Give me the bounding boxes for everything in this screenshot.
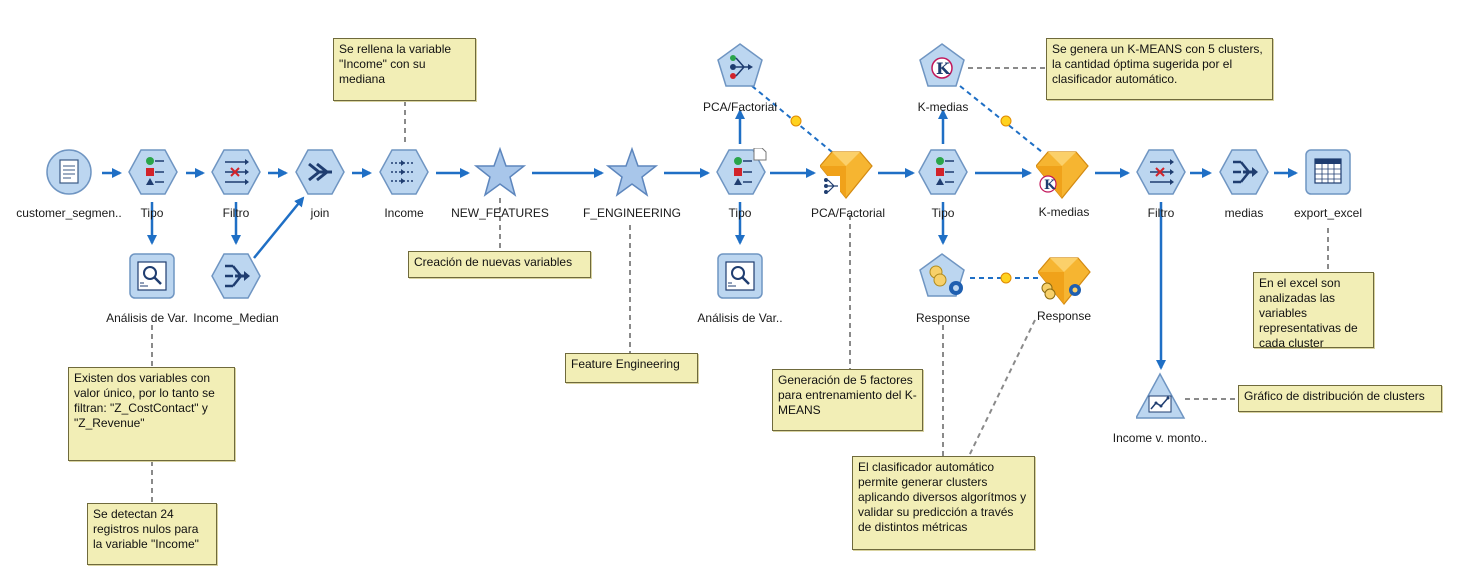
node-label: K-medias	[1038, 205, 1090, 219]
join-node[interactable]	[295, 148, 359, 212]
analisis-var-node-1[interactable]	[128, 252, 192, 316]
customer-source-node[interactable]	[45, 148, 109, 212]
comment-kmeans[interactable]: Se genera un K-MEANS con 5 clusters, la …	[1046, 38, 1273, 100]
comment-pca[interactable]: Generación de 5 factores para entrenamie…	[772, 369, 923, 431]
node-label: Income	[384, 206, 424, 220]
medias-node[interactable]	[1219, 148, 1283, 212]
pca-builder-node[interactable]	[716, 42, 780, 106]
filtro-node-2[interactable]	[1136, 148, 1200, 212]
plot-graph-icon	[1136, 372, 1186, 419]
f-engineering-supernode[interactable]	[605, 146, 669, 210]
node-label: Response	[915, 311, 971, 325]
tipo-node-1[interactable]	[128, 148, 192, 212]
new-features-supernode[interactable]	[473, 146, 537, 210]
filtro-node-1[interactable]	[211, 148, 275, 212]
type-node-icon	[128, 149, 178, 195]
flow-arrows	[102, 109, 1298, 370]
node-label: Income v. monto..	[1112, 431, 1208, 445]
sparkle-icon	[1000, 272, 1012, 284]
node-label: PCA/Factorial	[810, 206, 886, 220]
kmedias-model-nugget[interactable]: K	[1036, 150, 1100, 214]
kmeans-model-nugget-icon: K	[1036, 151, 1089, 199]
data-audit-icon	[129, 253, 175, 299]
tipo-node-2[interactable]	[716, 148, 780, 212]
comment-feature-engineering[interactable]: Feature Engineering	[565, 353, 698, 383]
analisis-var-node-2[interactable]	[716, 252, 780, 316]
node-label: medias	[1224, 206, 1264, 220]
node-label: Tipo	[931, 206, 955, 220]
sparkle-icon	[1000, 115, 1012, 127]
node-label: PCA/Factorial	[702, 100, 778, 114]
filter-node-icon	[1136, 149, 1186, 195]
sparkle-icon	[790, 115, 802, 127]
node-label: join	[310, 206, 330, 220]
comment-excel[interactable]: En el excel son analizadas las variables…	[1253, 272, 1374, 350]
svg-text:K: K	[936, 59, 951, 78]
type-node-icon	[918, 149, 968, 195]
kmedias-builder-node[interactable]: K	[918, 42, 982, 106]
excel-export-icon	[1305, 149, 1351, 195]
income-median-node[interactable]	[211, 252, 275, 316]
income-plot-node[interactable]	[1136, 372, 1200, 436]
connector-auto-note-2	[967, 319, 1036, 459]
node-label: Response	[1036, 309, 1092, 323]
data-audit-icon	[717, 253, 763, 299]
node-label: K-medias	[917, 100, 969, 114]
export-excel-node[interactable]	[1304, 148, 1368, 212]
svg-text:K: K	[1044, 178, 1056, 193]
file-source-icon	[46, 149, 92, 195]
node-label: Tipo	[140, 206, 164, 220]
node-label: Filtro	[1147, 206, 1175, 220]
fill-node-icon	[379, 149, 429, 195]
response-model-nugget[interactable]	[1038, 256, 1102, 320]
merge-node-icon	[295, 149, 345, 195]
comment-creacion[interactable]: Creación de nuevas variables	[408, 251, 591, 278]
tipo-node-3[interactable]	[918, 148, 982, 212]
aggregate-node-icon	[1219, 149, 1269, 195]
node-label: Income_Median	[193, 311, 279, 325]
pca-builder-icon	[717, 43, 763, 87]
node-label: Filtro	[222, 206, 250, 220]
income-node[interactable]	[379, 148, 443, 212]
supernode-star-icon	[605, 146, 659, 197]
comment-nulls[interactable]: Se detectan 24 registros nulos para la v…	[87, 503, 217, 565]
model-links	[751, 85, 1043, 279]
supernode-star-icon	[473, 146, 527, 197]
pca-model-nugget-icon	[820, 151, 873, 199]
auto-cluster-builder-icon	[919, 253, 965, 297]
node-label: customer_segmen..	[16, 206, 122, 220]
kmeans-builder-icon: K	[919, 43, 965, 87]
aggregate-node-icon	[211, 253, 261, 299]
comment-grafico[interactable]: Gráfico de distribución de clusters	[1238, 385, 1442, 412]
response-builder-node[interactable]	[918, 252, 982, 316]
pca-model-nugget[interactable]	[820, 150, 884, 214]
auto-cluster-model-icon	[1038, 257, 1091, 305]
comment-income[interactable]: Se rellena la variable "Income" con su m…	[333, 38, 476, 101]
node-label: Análisis de Var..	[697, 311, 783, 325]
refresh-sparkles	[790, 115, 1012, 284]
comment-connectors	[151, 67, 1329, 503]
filter-node-icon	[211, 149, 261, 195]
node-label: Análisis de Var.	[106, 311, 188, 325]
node-label: NEW_FEATURES	[451, 206, 549, 220]
comment-auto-cluster[interactable]: El clasificador automático permite gener…	[852, 456, 1035, 550]
comment-unique-values[interactable]: Existen dos variables con valor único, p…	[68, 367, 235, 461]
node-label: export_excel	[1293, 206, 1363, 220]
node-label: Tipo	[728, 206, 752, 220]
node-label: F_ENGINEERING	[582, 206, 682, 220]
type-node-icon	[716, 148, 767, 195]
